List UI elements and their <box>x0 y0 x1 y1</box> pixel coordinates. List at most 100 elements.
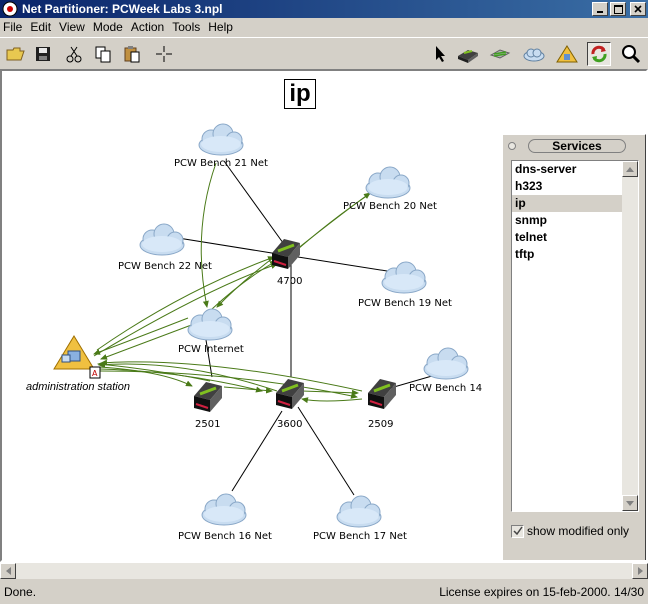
toolbar <box>0 37 648 69</box>
canvas-horizontal-scrollbar[interactable] <box>0 562 648 579</box>
save-disk-icon <box>36 47 50 61</box>
cloud-bench19[interactable] <box>381 261 427 294</box>
service-item-tftp[interactable]: tftp <box>515 247 535 261</box>
menu-edit[interactable]: Edit <box>30 20 52 34</box>
label-bench20: PCW Bench 20 Net <box>343 201 437 212</box>
refresh-tool-button[interactable] <box>587 42 611 66</box>
checkmark-icon <box>512 526 523 535</box>
select-tool-button[interactable] <box>428 42 452 66</box>
zoom-tool-button[interactable] <box>619 42 643 66</box>
label-bench14: PCW Bench 14 <box>409 383 483 394</box>
warning-triangle-icon <box>556 45 578 63</box>
menu-action[interactable]: Action <box>130 20 165 34</box>
paste-button[interactable] <box>120 42 144 66</box>
paste-clipboard-icon <box>124 46 140 63</box>
show-modified-label: show modified only <box>527 524 630 538</box>
network-diagram: A <box>53 123 469 528</box>
label-3600: 3600 <box>277 419 303 430</box>
cloud-bench14[interactable] <box>423 347 469 380</box>
service-title-box: ip <box>284 79 316 109</box>
router-icon <box>458 50 478 63</box>
copy-icon <box>95 46 111 63</box>
zoom-magnifier-icon <box>622 45 641 64</box>
scroll-up-button[interactable] <box>622 161 638 177</box>
cloud-internet[interactable] <box>187 308 233 341</box>
menu-bar: File Edit View Mode Action Tools Help <box>0 18 648 37</box>
maximize-button[interactable] <box>610 2 626 16</box>
minimize-button[interactable] <box>592 2 608 16</box>
router-tool-button[interactable] <box>456 42 480 66</box>
show-modified-row[interactable]: show modified only <box>511 524 629 538</box>
label-internet: PCW Internet <box>178 344 244 355</box>
cloud-tool-button[interactable] <box>522 42 546 66</box>
cloud-bench20[interactable] <box>365 166 411 199</box>
scroll-left-button[interactable] <box>0 563 16 579</box>
cut-scissors-icon <box>66 46 82 63</box>
arrow-down-icon <box>626 500 634 506</box>
cloud-bench22[interactable] <box>139 223 185 256</box>
save-button[interactable] <box>31 42 55 66</box>
license-status: License expires on 15-feb-2000. 14/30 <box>439 585 644 599</box>
cloud-bench17[interactable] <box>336 495 382 528</box>
services-vertical-scrollbar[interactable] <box>622 161 638 511</box>
close-icon <box>634 5 642 13</box>
services-panel: Services dns-server h323 ip snmp telnet … <box>502 134 646 560</box>
open-folder-icon <box>6 47 25 61</box>
service-item-dns-server[interactable]: dns-server <box>515 162 577 176</box>
label-4700: 4700 <box>277 276 303 287</box>
services-panel-header[interactable]: Services <box>506 138 642 154</box>
menu-help[interactable]: Help <box>208 20 233 34</box>
menu-view[interactable]: View <box>59 20 85 34</box>
network-canvas[interactable]: ip <box>0 69 648 562</box>
label-admin-station: administration station <box>26 381 130 393</box>
service-item-telnet[interactable]: telnet <box>515 230 548 244</box>
pointer-arrow-icon <box>436 46 445 62</box>
router-4700[interactable] <box>270 237 302 271</box>
maximize-icon <box>613 4 623 14</box>
cut-button[interactable] <box>62 42 86 66</box>
svg-text:A: A <box>92 369 98 378</box>
title-bar[interactable]: Net Partitioner: PCWeek Labs 3.npl <box>0 0 648 18</box>
switch-tool-button[interactable] <box>488 42 512 66</box>
router-2509[interactable] <box>366 377 398 411</box>
label-bench17: PCW Bench 17 Net <box>313 531 407 542</box>
label-bench19: PCW Bench 19 Net <box>358 298 452 309</box>
service-item-ip[interactable]: ip <box>512 195 622 212</box>
arrow-up-icon <box>626 166 634 172</box>
switch-icon <box>489 49 511 59</box>
services-list[interactable]: dns-server h323 ip snmp telnet tftp <box>511 160 639 512</box>
refresh-icon <box>591 45 607 63</box>
services-panel-title: Services <box>528 139 626 153</box>
label-2509: 2509 <box>368 419 394 430</box>
window-title: Net Partitioner: PCWeek Labs 3.npl <box>22 2 223 16</box>
app-icon <box>2 1 18 17</box>
crosshair-button[interactable] <box>152 42 176 66</box>
service-item-snmp[interactable]: snmp <box>515 213 548 227</box>
menu-tools[interactable]: Tools <box>172 20 201 34</box>
show-modified-checkbox[interactable] <box>511 524 524 538</box>
cloud-icon <box>523 48 545 62</box>
cloud-bench21[interactable] <box>198 123 244 156</box>
open-button[interactable] <box>4 42 28 66</box>
service-item-h323[interactable]: h323 <box>515 179 543 193</box>
label-bench16: PCW Bench 16 Net <box>178 531 272 542</box>
cloud-bench16[interactable] <box>201 493 247 526</box>
close-button[interactable] <box>630 2 646 16</box>
warning-tool-button[interactable] <box>555 42 579 66</box>
panel-close-dot-icon[interactable] <box>508 142 516 150</box>
menu-file[interactable]: File <box>3 20 23 34</box>
minimize-icon <box>597 11 603 13</box>
admin-station-icon[interactable]: A <box>53 335 101 379</box>
status-text: Done. <box>4 585 37 599</box>
crosshair-icon <box>156 46 172 62</box>
label-bench22: PCW Bench 22 Net <box>118 261 212 272</box>
menu-mode[interactable]: Mode <box>92 20 123 34</box>
scroll-right-button[interactable] <box>632 563 648 579</box>
label-2501: 2501 <box>195 419 221 430</box>
copy-button[interactable] <box>91 42 115 66</box>
router-2501[interactable] <box>192 380 224 414</box>
arrow-left-icon <box>5 567 11 575</box>
status-bar: Done. License expires on 15-feb-2000. 14… <box>0 580 648 604</box>
scroll-down-button[interactable] <box>622 495 638 511</box>
